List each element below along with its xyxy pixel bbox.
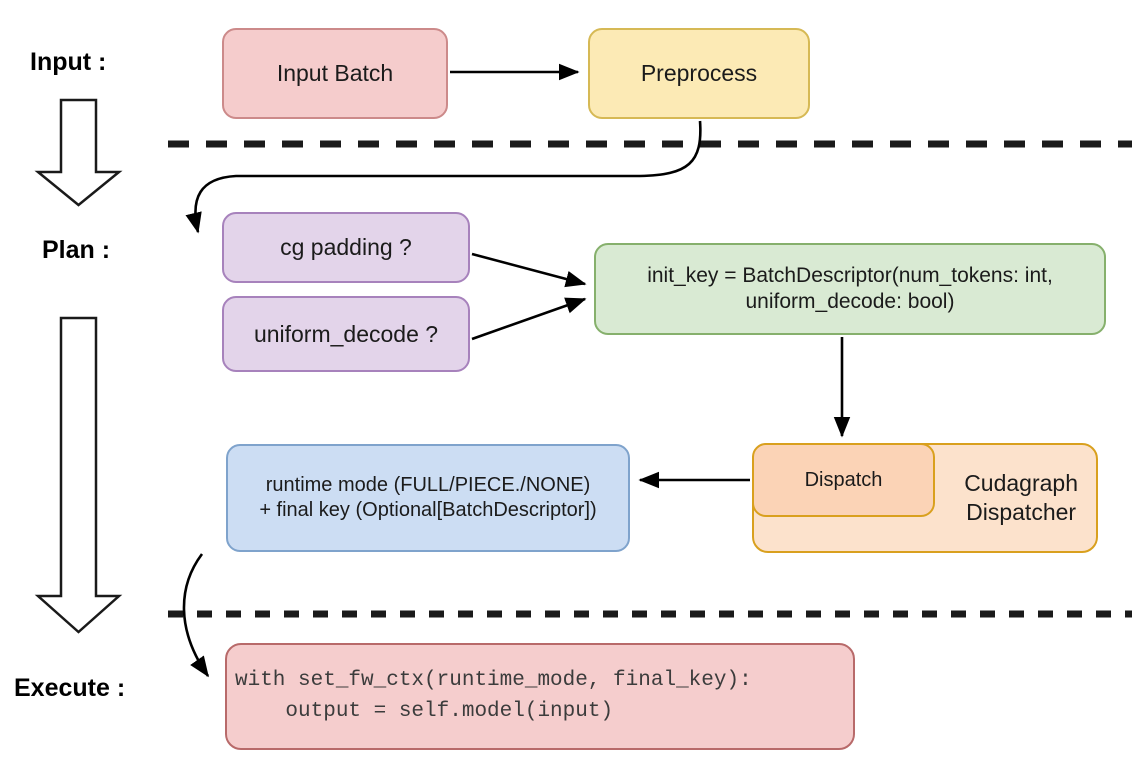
uniform-decode-to-init-key-connector [471,297,587,341]
node-uniform-decode-label: uniform_decode ? [253,320,439,347]
stage-label-plan: Plan : [42,236,111,264]
node-input-batch-label: Input Batch [276,60,394,87]
plan-to-execute-arrow [34,316,123,634]
node-cg-padding-label: cg padding ? [280,234,412,261]
node-code-block-label: with set_fw_ctx(runtime_mode, final_key)… [235,669,752,723]
node-runtime-mode-label: runtime mode (FULL/PIECE./NONE) + final … [259,474,597,521]
node-init-key[interactable]: init_key = BatchDescriptor(num_tokens: i… [594,243,1106,335]
node-dispatch-label: Dispatch [804,468,883,491]
node-code-block[interactable]: with set_fw_ctx(runtime_mode, final_key)… [225,643,855,750]
node-preprocess-label: Preprocess [640,60,758,87]
node-runtime-mode[interactable]: runtime mode (FULL/PIECE./NONE) + final … [226,444,630,552]
node-input-batch[interactable]: Input Batch [222,28,448,119]
stage-label-execute: Execute : [14,674,126,702]
node-preprocess[interactable]: Preprocess [588,28,810,119]
node-cudagraph-dispatcher-label: Cudagraph Dispatcher [964,470,1078,525]
node-uniform-decode[interactable]: uniform_decode ? [222,296,470,372]
stage-label-input: Input : [30,48,107,76]
node-cg-padding[interactable]: cg padding ? [222,212,470,283]
node-init-key-label: init_key = BatchDescriptor(num_tokens: i… [647,263,1053,313]
cg-padding-to-init-key-connector [471,252,587,288]
input-to-plan-arrow [34,98,123,207]
node-dispatch[interactable]: Dispatch [752,443,935,517]
runtime-mode-to-code-block-connector [182,553,210,678]
